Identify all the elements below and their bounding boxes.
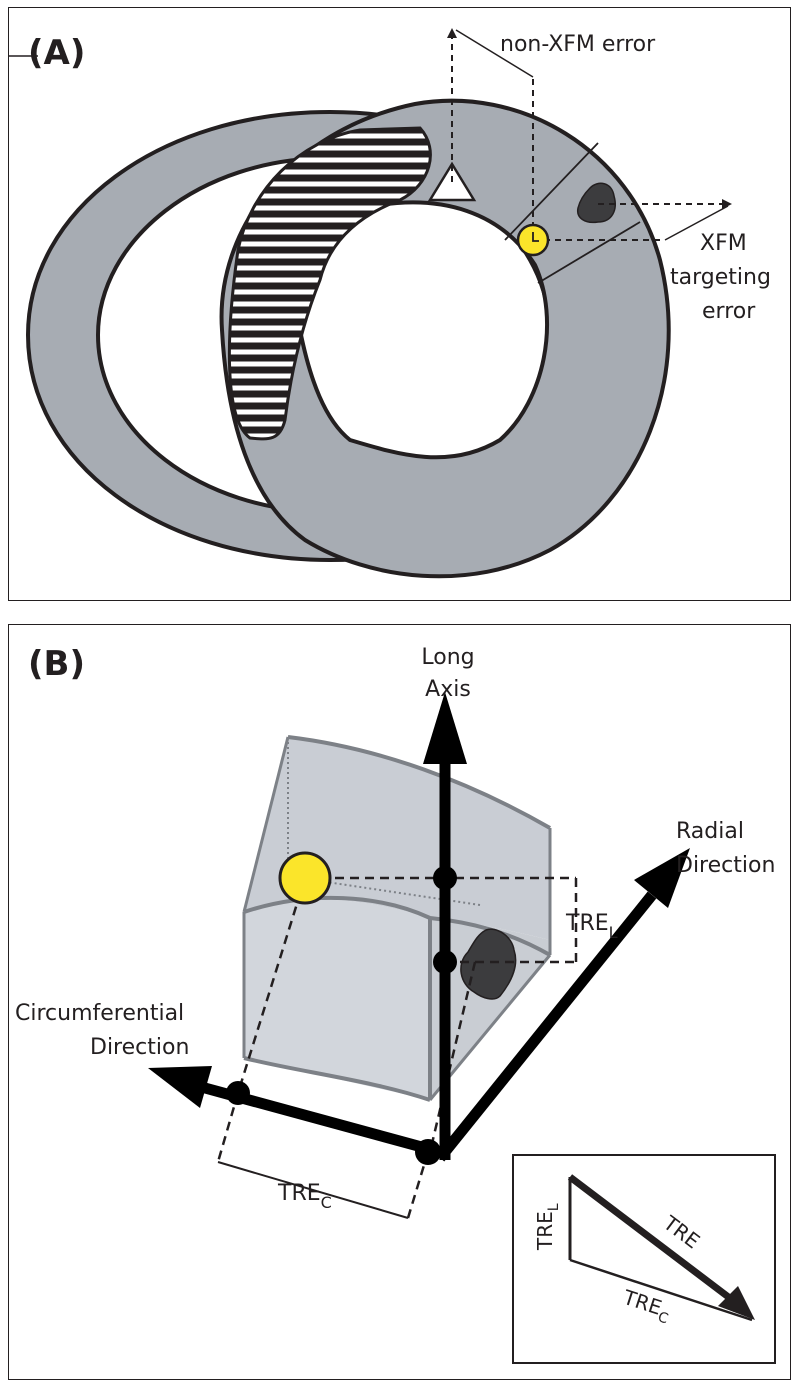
long-axis-label-line2: Axis [425, 677, 471, 702]
target-blob-3d [460, 928, 517, 1000]
non-xfm-error-label: non-XFM error [500, 32, 656, 57]
long-axis-arrowhead-icon [423, 692, 467, 764]
radial-arrowhead-icon [634, 848, 690, 908]
panel-b-label: (B) [28, 644, 85, 684]
xfm-label-line2: targeting [670, 265, 771, 290]
panel-a-label: (A) [28, 33, 85, 73]
tissue-block [242, 735, 552, 1102]
radial-label-line2: Direction [676, 853, 775, 878]
long-axis-point-upper [433, 866, 457, 890]
inset-triangle [567, 1174, 755, 1322]
radial-label-line1: Radial [676, 819, 744, 844]
circumferential-point [226, 1081, 250, 1105]
tre-c-label: TREC [277, 1181, 332, 1212]
radial-direction-arrow [435, 891, 657, 1162]
yellow-target-marker-3d [278, 851, 332, 905]
inset-box [512, 1154, 776, 1364]
circumferential-arrowhead-icon [148, 1066, 212, 1108]
tre-arrowhead-icon [718, 1286, 755, 1320]
radial-line-top [504, 142, 599, 241]
tre-l-label: TREL [565, 911, 618, 942]
long-axis-point-lower [433, 950, 457, 974]
xfm-label-line1: XFM [700, 231, 747, 256]
circumferential-label-line2: Direction [90, 1035, 189, 1060]
xfm-label-line3: error [702, 299, 756, 324]
origin-point [415, 1139, 441, 1165]
clock-hands-icon [532, 232, 539, 242]
target-blob [577, 182, 616, 224]
radial-line-bottom [537, 221, 641, 284]
long-axis-label-line1: Long [421, 645, 474, 670]
panel-a-drawing [25, 28, 732, 579]
circumferential-label-line1: Circumferential [15, 1001, 184, 1026]
inset-tre-l-label: TREL [533, 1203, 562, 1251]
